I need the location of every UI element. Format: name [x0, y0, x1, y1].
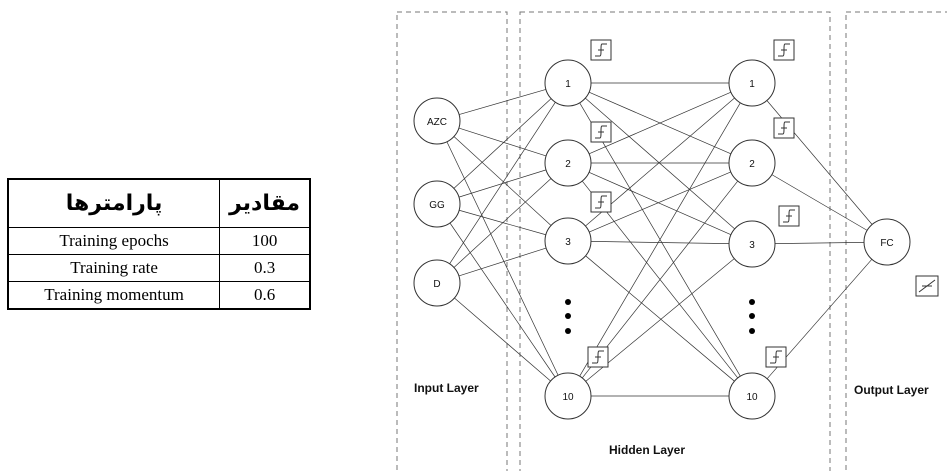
connection-input-hidden1	[458, 89, 547, 115]
output-node-fc: FC	[863, 218, 911, 266]
hidden-node-label: 2	[749, 159, 755, 170]
input-node-d: D	[413, 259, 461, 307]
hidden2-node-2: 2	[728, 139, 776, 187]
connection-input-hidden1	[449, 102, 556, 264]
sigmoid-icon	[773, 39, 795, 61]
table-row: Training momentum 0.6	[7, 281, 311, 310]
hidden-node-label: 1	[565, 79, 571, 90]
input-layer-box	[396, 11, 508, 471]
connection-hidden1-hidden2	[579, 102, 741, 377]
connection-input-hidden1	[446, 141, 559, 376]
row-name: Training momentum	[7, 281, 221, 310]
row-value: 0.3	[219, 254, 311, 282]
connection-hidden1-hidden2	[588, 91, 732, 155]
linear-icon	[915, 275, 939, 297]
sigmoid-icon	[773, 117, 795, 139]
connection-hidden1-hidden2	[585, 258, 735, 382]
parameters-table: پارامترها مقادیر Training epochs 100 Tra…	[7, 178, 311, 310]
connection-input-hidden1	[453, 98, 552, 189]
connection-input-hidden1	[458, 127, 547, 157]
output-layer-box	[845, 11, 947, 471]
header-values: مقادیر	[219, 178, 311, 228]
connection-input-hidden1	[453, 178, 552, 268]
connections	[446, 82, 873, 397]
sigmoid-icon	[590, 121, 612, 143]
connection-hidden2-output	[771, 174, 868, 231]
row-name: Training rate	[7, 254, 221, 282]
connection-hidden1-hidden2	[581, 180, 739, 379]
hidden1-node-3: 3	[544, 217, 592, 265]
input-layer-label: Input Layer	[414, 381, 479, 395]
connection-hidden1-hidden2	[585, 255, 735, 382]
hidden-node-label: 1	[749, 79, 755, 90]
hidden2-node-1: 1	[728, 59, 776, 107]
hidden-node-label: 10	[562, 392, 574, 403]
input-node-azc: AZC	[413, 97, 461, 145]
connection-hidden1-hidden2	[589, 171, 731, 233]
hidden1-node-1: 1	[544, 59, 592, 107]
hidden-node-label: 10	[746, 392, 758, 403]
input-node-label: GG	[429, 200, 445, 211]
sigmoid-icon	[590, 39, 612, 61]
hidden2-node-3: 3	[728, 220, 776, 268]
sigmoid-icon	[590, 191, 612, 213]
hidden-node-label: 3	[565, 237, 571, 248]
connection-input-hidden1	[459, 209, 546, 236]
output-layer-label: Output Layer	[854, 383, 929, 397]
connection-input-hidden1	[453, 136, 552, 226]
output-node-label: FC	[880, 238, 893, 249]
sigmoid-icon	[587, 346, 609, 368]
hidden2-node-10: 10	[728, 372, 776, 420]
connection-hidden1-hidden2	[588, 171, 732, 236]
connection-input-hidden1	[458, 247, 547, 277]
table-header-row: پارامترها مقادیر	[7, 178, 311, 228]
connection-input-hidden1	[454, 297, 551, 382]
hidden-layer-box	[519, 11, 831, 471]
connection-input-hidden1	[449, 222, 556, 378]
hidden-layer-label: Hidden Layer	[609, 443, 685, 457]
sigmoid-icon	[778, 205, 800, 227]
sigmoid-icon	[765, 346, 787, 368]
connection-hidden2-output	[774, 241, 865, 245]
row-value: 0.6	[219, 281, 311, 310]
ellipsis-dots-hidden1	[565, 299, 571, 334]
hidden1-node-2: 2	[544, 139, 592, 187]
row-name: Training epochs	[7, 227, 221, 255]
hidden-node-label: 2	[565, 159, 571, 170]
input-node-label: D	[433, 279, 440, 290]
table-row: Training rate 0.3	[7, 254, 311, 282]
hidden1-node-10: 10	[544, 372, 592, 420]
connection-hidden1-hidden2	[590, 241, 730, 244]
connection-hidden1-hidden2	[585, 97, 735, 230]
input-node-gg: GG	[413, 180, 461, 228]
input-node-label: AZC	[427, 117, 447, 128]
hidden-node-label: 3	[749, 240, 755, 251]
ellipsis-dots-hidden2	[749, 299, 755, 334]
